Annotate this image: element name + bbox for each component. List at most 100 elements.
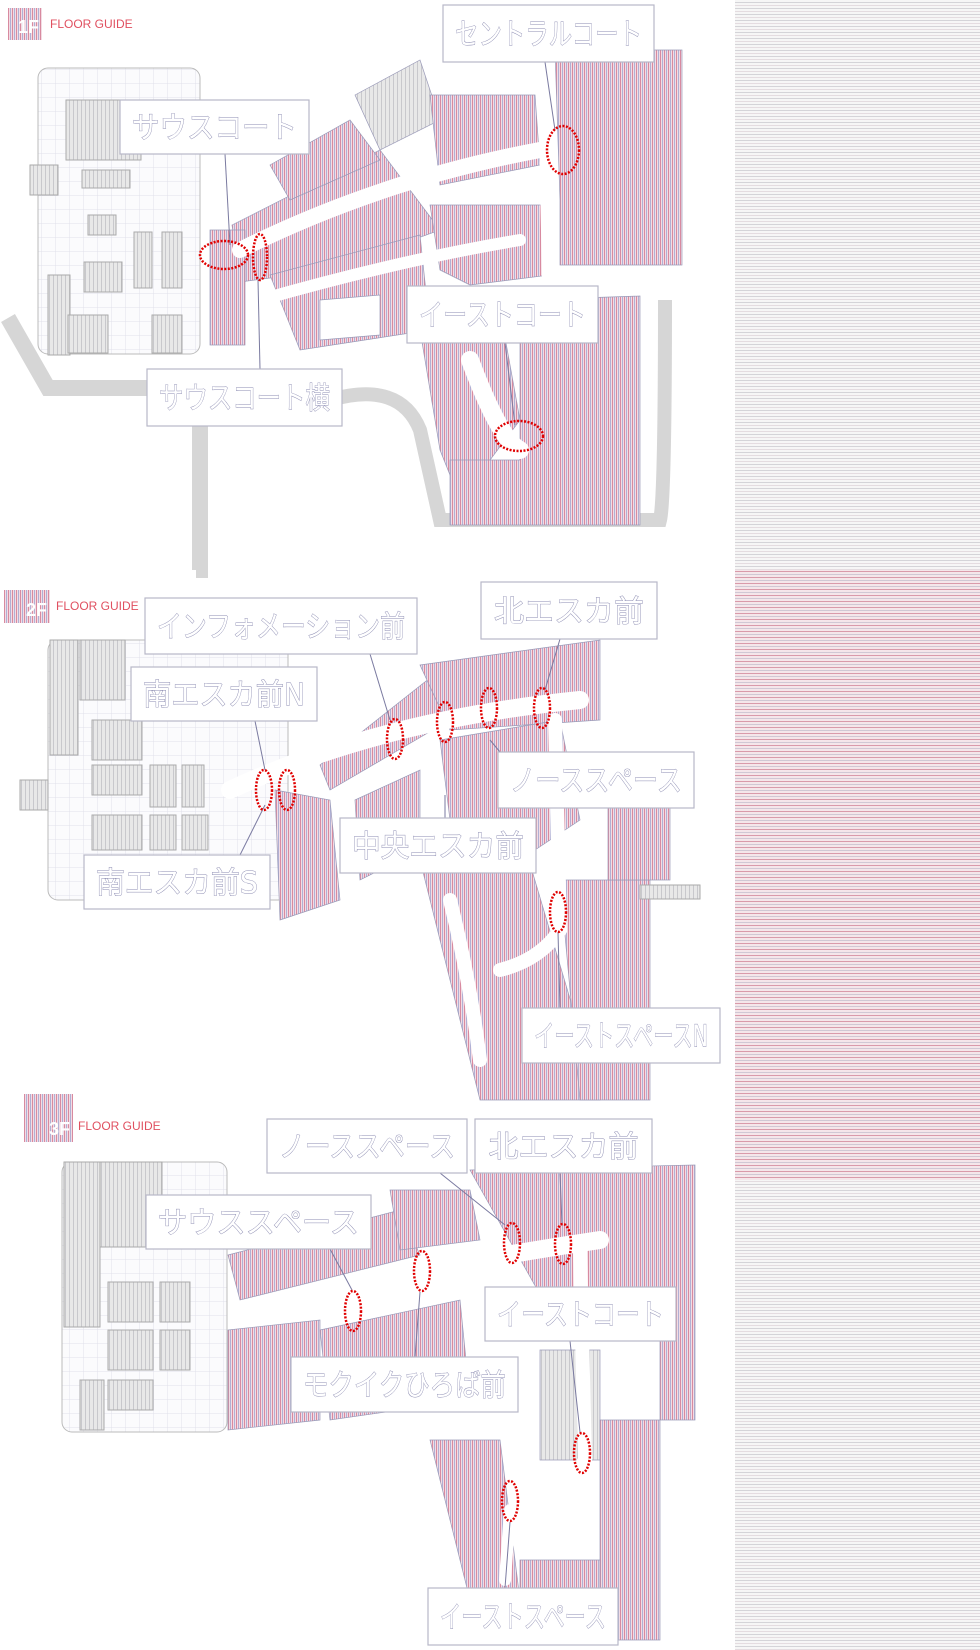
floor-label: 1F xyxy=(18,17,39,37)
spot-callout[interactable]: サウスコート xyxy=(119,99,310,155)
shop-block xyxy=(449,295,641,526)
callout-leader-line xyxy=(369,653,391,721)
facility-block xyxy=(639,884,701,900)
callout-box xyxy=(406,285,599,344)
facility-block xyxy=(159,1281,191,1323)
callout-box xyxy=(339,817,537,874)
side-panel-bottom xyxy=(735,1180,980,1650)
callout-leader-line xyxy=(559,1172,563,1226)
spot-callout[interactable]: イーストコート xyxy=(406,285,599,344)
floor-guide-label: FLOOR GUIDE xyxy=(50,17,133,31)
spot-callout[interactable]: イーストスペースN xyxy=(521,1007,721,1064)
callout-leader-line xyxy=(569,1340,581,1433)
facility-block xyxy=(161,231,183,289)
floor-1f: 1F FLOOR GUIDE セントラルコートサウスコートイーストコートサウスコート… xyxy=(8,4,655,453)
facility-block xyxy=(91,814,143,851)
callout-box xyxy=(474,1118,653,1174)
spot-callout[interactable]: サウススペース xyxy=(145,1194,372,1250)
spot-label: 中央エスカ前 xyxy=(352,829,524,864)
spot-callout[interactable]: 北エスカ前 xyxy=(474,1118,653,1174)
callout-leader-line xyxy=(544,638,561,691)
spot-callout[interactable]: セントラルコート xyxy=(442,4,655,63)
spot-label: インフォメーション前 xyxy=(157,609,405,645)
location-marker-icon xyxy=(254,768,274,812)
callout-leader-line xyxy=(489,739,501,753)
walkway xyxy=(513,1243,593,1517)
walkway xyxy=(443,893,487,1067)
facility-block xyxy=(181,814,209,851)
location-marker-icon xyxy=(553,1222,573,1266)
spot-label: サウススペース xyxy=(158,1206,359,1240)
location-marker-icon xyxy=(198,239,250,271)
location-marker-icon xyxy=(385,717,405,761)
facility-block xyxy=(91,764,143,796)
spot-label: イーストコート xyxy=(419,299,586,333)
walkway xyxy=(539,124,554,286)
facility-block xyxy=(149,764,177,808)
callout-box xyxy=(83,854,271,910)
callout-box xyxy=(521,1007,721,1064)
spot-callout[interactable]: イーストコート xyxy=(484,1286,677,1342)
location-marker-icon xyxy=(500,1479,520,1523)
callout-leader-line xyxy=(557,931,561,1009)
spot-label: ノーススペース xyxy=(279,1129,455,1164)
callout-box xyxy=(266,1118,468,1174)
callout-box xyxy=(497,751,695,809)
shop-block xyxy=(269,119,381,201)
callout-box xyxy=(145,1194,372,1250)
callout-box xyxy=(146,368,343,427)
facility-block xyxy=(87,214,117,236)
shop-block xyxy=(607,799,671,881)
location-marker-icon xyxy=(435,700,455,744)
spot-label: イーストコート xyxy=(497,1299,664,1333)
callout-leader-line xyxy=(257,279,261,370)
walkway xyxy=(232,142,548,258)
location-marker-icon xyxy=(412,1249,432,1293)
facility-block xyxy=(151,314,183,354)
location-marker-icon xyxy=(277,768,297,812)
walkway xyxy=(221,691,589,799)
spot-label: サウスコート横 xyxy=(159,382,330,416)
spot-callout[interactable]: 南エスカ前N xyxy=(130,666,318,722)
facility-block xyxy=(63,1161,101,1328)
callout-leader-line xyxy=(224,153,231,246)
location-marker-icon xyxy=(532,686,552,730)
floor-label: 3F xyxy=(49,1119,70,1139)
callout-leader-line xyxy=(504,342,516,426)
spot-callout[interactable]: サウスコート横 xyxy=(146,368,343,427)
callout-box xyxy=(480,581,658,640)
facility-block xyxy=(133,231,153,289)
spot-callout[interactable]: 南エスカ前S xyxy=(83,854,271,910)
location-marker-icon xyxy=(343,1289,363,1333)
callout-leader-line xyxy=(504,1521,511,1589)
spot-callout[interactable]: 北エスカ前 xyxy=(480,581,658,640)
facility-block xyxy=(67,314,109,354)
facility-block xyxy=(81,169,131,189)
spot-callout[interactable]: 中央エスカ前 xyxy=(339,817,537,874)
floor-badge-icon xyxy=(8,8,42,40)
side-panel-top xyxy=(735,0,980,570)
floor-guide-label: FLOOR GUIDE xyxy=(56,599,139,613)
floor-label: 2F xyxy=(26,600,47,620)
spot-callout[interactable]: ノーススペース xyxy=(497,751,695,809)
spot-callout[interactable]: イーストスペース xyxy=(427,1587,619,1646)
spot-callout[interactable]: インフォメーション前 xyxy=(144,597,418,655)
facility-block xyxy=(91,719,143,761)
facility-block xyxy=(159,1329,191,1371)
spot-label: 北エスカ前 xyxy=(489,1130,639,1165)
side-panel-middle xyxy=(735,570,980,1180)
shop-block xyxy=(209,229,246,346)
spot-callout[interactable]: モクイクひろば前 xyxy=(290,1356,519,1413)
callout-leader-line xyxy=(439,1172,506,1226)
spot-callout[interactable]: ノーススペース xyxy=(266,1118,468,1174)
callout-leader-line xyxy=(329,1248,353,1291)
location-marker-icon xyxy=(493,419,545,453)
facility-block xyxy=(29,164,59,196)
shop-block xyxy=(274,789,341,921)
callout-leader-line xyxy=(254,720,266,771)
facility-block xyxy=(83,261,123,293)
facility-block xyxy=(47,274,71,356)
walkway xyxy=(493,713,568,977)
spot-label: セントラルコート xyxy=(455,18,642,53)
